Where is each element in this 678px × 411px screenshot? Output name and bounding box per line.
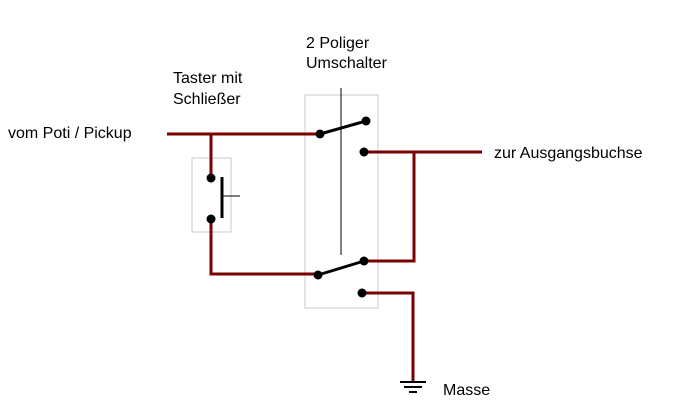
- output-label: zur Ausgangsbuchse: [494, 145, 643, 162]
- upper-switch-lever: [319, 119, 367, 136]
- switch-label-2: Umschalter: [306, 55, 387, 72]
- contacts: [206, 116, 371, 298]
- lower-switch-lever: [317, 259, 365, 277]
- switch-label-1: 2 Poliger: [306, 35, 370, 52]
- wires: [167, 132, 482, 381]
- ground-icon: [400, 381, 426, 393]
- output-wire: [364, 150, 416, 263]
- taster-label-1: Taster mit: [173, 70, 243, 87]
- ground-wire: [362, 291, 415, 381]
- ground-label: Masse: [443, 382, 491, 399]
- taster-label-2: Schließer: [173, 91, 241, 108]
- taster-return-wire: [209, 219, 318, 276]
- input-label: vom Poti / Pickup: [8, 125, 132, 142]
